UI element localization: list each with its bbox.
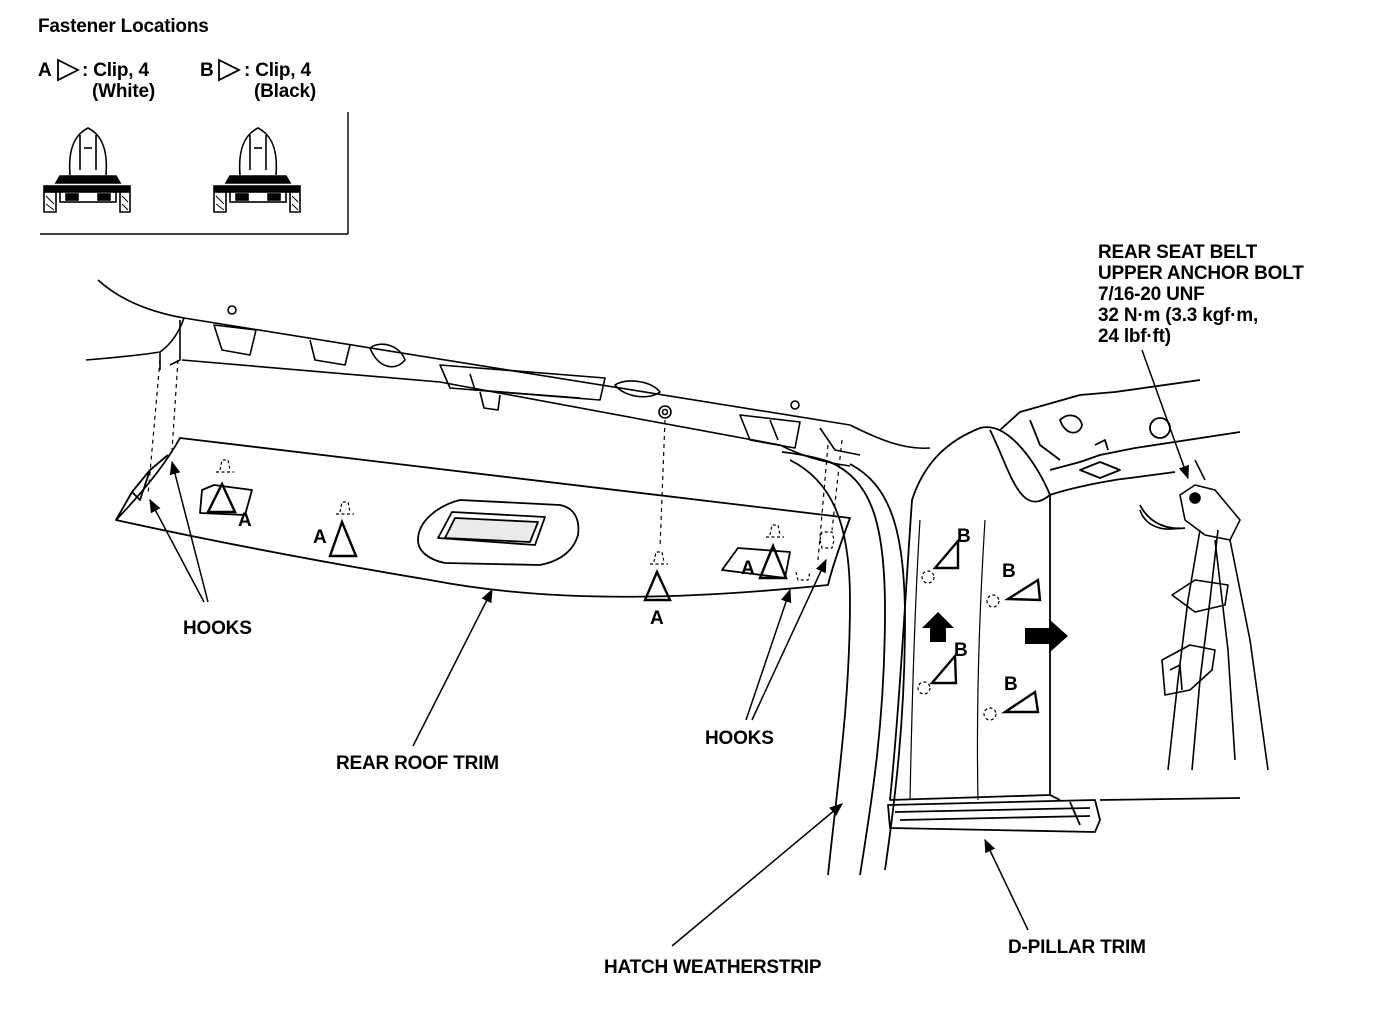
d-pillar-trim-panel	[887, 379, 1241, 833]
clip-mark-b1: B	[957, 526, 971, 547]
roof-panel	[85, 279, 931, 467]
clip-a-hidden-clips	[216, 459, 835, 581]
legend-box	[40, 112, 349, 235]
clip-b-black-icon	[213, 127, 301, 213]
label-anchor-line2: UPPER ANCHOR BOLT	[1098, 263, 1304, 284]
legend-title: Fastener Locations	[38, 16, 209, 37]
hatch-weatherstrip	[781, 451, 906, 876]
clip-a-triangles	[206, 481, 788, 602]
label-hooks-right: HOOKS	[705, 728, 774, 749]
leader-arrows	[149, 349, 1189, 947]
label-anchor-line4: 32 N·m (3.3 kgf·m,	[1098, 305, 1259, 326]
label-rear-roof-trim: REAR ROOF TRIM	[336, 753, 499, 774]
label-d-pillar-trim: D-PILLAR TRIM	[1008, 937, 1146, 958]
label-anchor-line1: REAR SEAT BELT	[1098, 242, 1258, 263]
legend-b-letter: B	[200, 60, 214, 81]
label-anchor-line3: 7/16-20 UNF	[1098, 284, 1205, 305]
clip-mark-a1: A	[238, 510, 252, 531]
legend-a-desc: : Clip, 4	[82, 60, 149, 81]
clip-mark-a4: A	[741, 558, 755, 579]
legend-triangle-a-icon	[57, 58, 81, 82]
clip-mark-a2: A	[313, 527, 327, 548]
legend-b-color: (Black)	[254, 81, 316, 102]
label-hatch-weatherstrip: HATCH WEATHERSTRIP	[604, 957, 822, 978]
removal-arrows	[922, 612, 1068, 652]
arrow-right-icon	[1025, 620, 1068, 652]
clip-mark-b3: B	[954, 640, 968, 661]
legend-b-desc: : Clip, 4	[244, 60, 311, 81]
clip-mark-a3: A	[650, 608, 664, 629]
clip-b-triangles	[929, 537, 1042, 714]
legend-a-color: (White)	[92, 81, 155, 102]
seat-belt	[1139, 459, 1269, 771]
legend-triangle-b-icon	[218, 58, 242, 82]
legend-a-letter: A	[38, 60, 52, 81]
label-hooks-left: HOOKS	[183, 618, 252, 639]
arrow-up-icon	[922, 612, 954, 642]
label-anchor-line5: 24 lbf·ft)	[1098, 326, 1171, 347]
clip-a-white-icon	[43, 127, 131, 213]
rear-roof-trim-panel	[115, 437, 851, 598]
clip-mark-b2: B	[1002, 561, 1016, 582]
clip-mark-b4: B	[1004, 674, 1018, 695]
clip-b-hidden-clips	[917, 570, 1000, 721]
